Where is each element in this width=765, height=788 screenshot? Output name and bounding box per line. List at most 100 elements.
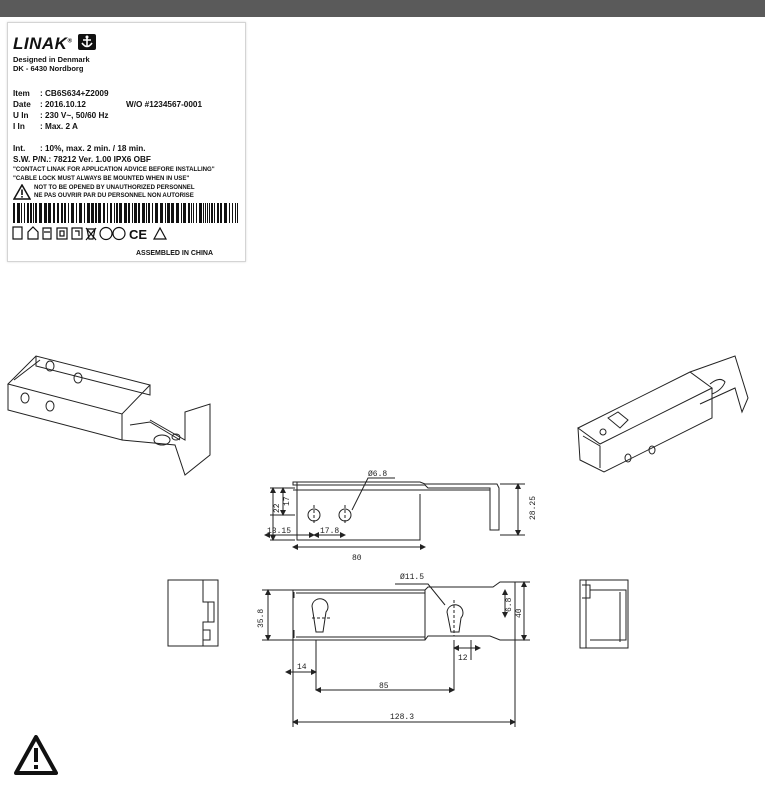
- barcode-bar: [44, 203, 47, 223]
- contact-text: "CONTACT LINAK FOR APPLICATION ADVICE BE…: [13, 166, 215, 173]
- barcode-bar: [128, 203, 130, 223]
- dim-40: 40: [515, 608, 524, 618]
- bracket-top-view: [292, 581, 516, 641]
- bracket-end-view-right: [579, 579, 629, 649]
- barcode-bar: [207, 203, 208, 223]
- barcode-bar: [64, 203, 66, 223]
- wo-number: W/O #1234567-0001: [126, 100, 203, 109]
- bracket-side-view: [292, 481, 500, 541]
- barcode-bar: [57, 203, 59, 223]
- class2-icon: [12, 226, 23, 240]
- barcode-bar: [229, 203, 230, 223]
- ccc-icon: [99, 226, 113, 241]
- bracket-isometric-right: [577, 355, 749, 473]
- barcode-bar: [203, 203, 204, 223]
- barcode-bar: [148, 203, 150, 223]
- barcode-bar: [181, 203, 182, 223]
- barcode-bar: [196, 203, 197, 223]
- barcode-bar: [33, 203, 34, 223]
- barcode-bar: [103, 203, 105, 223]
- date-key: Date: [13, 100, 31, 109]
- barcode-bar: [183, 203, 186, 223]
- uin-key: U In: [13, 111, 29, 120]
- barcode-bar: [98, 203, 101, 223]
- approval-icon: [152, 226, 168, 240]
- date-value: : 2016.10.12: [40, 100, 86, 109]
- barcode-bar: [116, 203, 118, 223]
- iin-value: : Max. 2 A: [40, 122, 78, 131]
- dim-22: 22: [273, 503, 282, 513]
- barcode-bar: [237, 203, 238, 223]
- header-bar: [0, 0, 765, 17]
- linak-logo: LINAK®: [13, 34, 73, 53]
- barcode-bar: [39, 203, 42, 223]
- ul-icon: [112, 226, 126, 241]
- barcode-bar: [27, 203, 29, 223]
- barcode-bar: [171, 203, 174, 223]
- not-open-text-fr: NE PAS OUVRIR PAR DU PERSONNEL NON AUTOR…: [34, 192, 194, 199]
- barcode-bar: [188, 203, 190, 223]
- dim-13-15: 13.15: [267, 527, 291, 536]
- barcode: [13, 203, 238, 223]
- indoor-use-icon: [27, 226, 39, 240]
- barcode-bar: [71, 203, 74, 223]
- dim-35-8: 35.8: [257, 609, 266, 628]
- barcode-bar: [48, 203, 51, 223]
- barcode-bar: [107, 203, 108, 223]
- barcode-bar: [160, 203, 163, 223]
- barcode-bar: [142, 203, 145, 223]
- barcode-bar: [30, 203, 32, 223]
- barcode-bar: [95, 203, 97, 223]
- barcode-bar: [87, 203, 90, 223]
- uin-value: : 230 V~, 50/60 Hz: [40, 111, 109, 120]
- ip-icon: [42, 227, 52, 240]
- top-view-dimensions: [262, 581, 530, 727]
- barcode-bar: [21, 203, 22, 223]
- dim-12: 12: [458, 654, 468, 663]
- barcode-bar: [224, 203, 227, 223]
- bracket-end-view-left: [167, 579, 219, 647]
- barcode-bar: [209, 203, 210, 223]
- barcode-bar: [232, 203, 233, 223]
- certification-icons: CE: [12, 226, 168, 241]
- barcode-bar: [205, 203, 206, 223]
- barcode-bar: [119, 203, 122, 223]
- barcode-bar: [211, 203, 213, 223]
- barcode-bar: [17, 203, 20, 223]
- side-view-dimensions: [264, 477, 525, 550]
- barcode-bar: [167, 203, 170, 223]
- barcode-bar: [214, 203, 215, 223]
- barcode-bar: [217, 203, 219, 223]
- barcode-bar: [146, 203, 147, 223]
- barcode-bar: [84, 203, 85, 223]
- int-value: : 10%, max. 2 min. / 18 min.: [40, 144, 146, 153]
- dim-hole-11-5: Ø11.5: [400, 573, 424, 582]
- dim-14: 14: [297, 663, 307, 672]
- dim-128-3: 128.3: [390, 713, 414, 722]
- double-insulation-icon: [56, 227, 68, 240]
- dim-17-8: 17.8: [320, 527, 339, 536]
- barcode-bar: [13, 203, 15, 223]
- item-key: Item: [13, 89, 30, 98]
- dim-85: 85: [379, 682, 389, 691]
- weee-icon: [85, 227, 97, 241]
- dim-hole-6-8: Ø6.8: [368, 470, 387, 479]
- barcode-bar: [191, 203, 192, 223]
- item-value: : CB6S634+Z2009: [40, 89, 109, 98]
- sw-text: S.W. P/N.: 78212 Ver. 1.00 IPX6 OBF: [13, 155, 151, 164]
- ce-icon: CE: [129, 227, 147, 241]
- designed-text: Designed in Denmark: [13, 55, 90, 64]
- int-key: Int.: [13, 144, 26, 153]
- dim-6-8: 6.8: [505, 597, 514, 612]
- barcode-bar: [199, 203, 202, 223]
- address-text: DK - 6430 Nordborg: [13, 64, 84, 73]
- barcode-bar: [24, 203, 25, 223]
- barcode-bar: [68, 203, 69, 223]
- iin-key: I In: [13, 122, 25, 131]
- warning-triangle-icon: [14, 735, 58, 775]
- barcode-bar: [165, 203, 166, 223]
- dim-17: 17: [283, 496, 292, 506]
- barcode-bar: [61, 203, 63, 223]
- barcode-bar: [110, 203, 112, 223]
- barcode-bar: [53, 203, 55, 223]
